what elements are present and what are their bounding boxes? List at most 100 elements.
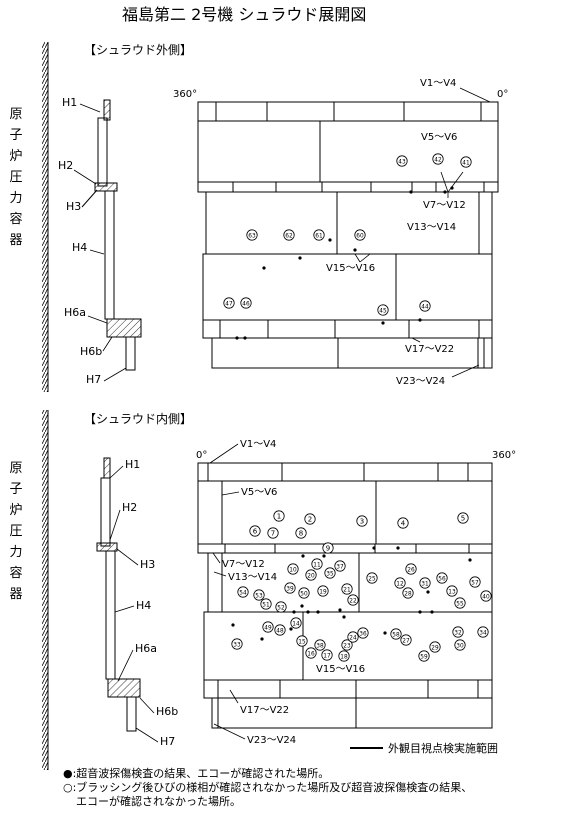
svg-text:11: 11 (313, 562, 321, 568)
svg-text:24: 24 (349, 635, 357, 641)
angle-label-outer-right: 0° (497, 89, 508, 100)
echo-dot-outer (450, 186, 454, 190)
echo-dot-outer (443, 190, 447, 194)
group-label-inner-v17-v22: V17～V22 (240, 705, 289, 716)
marker-inner-32: 32 (452, 626, 464, 638)
marker-inner-55: 55 (454, 597, 466, 609)
echo-dot-outer (353, 248, 357, 252)
svg-text:47: 47 (225, 301, 233, 307)
marker-inner-11: 11 (311, 558, 323, 570)
svg-text:20: 20 (307, 573, 315, 579)
svg-text:59: 59 (420, 654, 428, 660)
echo-dot-outer (381, 321, 385, 325)
echo-dot-inner (231, 623, 235, 627)
marker-inner-29: 29 (429, 641, 441, 653)
svg-text:4: 4 (401, 519, 406, 527)
marker-outer-45: 45 (377, 304, 389, 316)
weld-label-outer-h3: H3 (66, 200, 81, 213)
weld-label-outer-h2: H2 (58, 159, 73, 172)
svg-text:62: 62 (285, 233, 293, 239)
echo-dot-inner (342, 615, 346, 619)
development-panel-outer (197, 101, 499, 369)
weld-label-outer-h6a: H6a (64, 306, 86, 319)
echo-dot-inner (316, 610, 320, 614)
svg-text:27: 27 (402, 638, 410, 644)
marker-inner-3: 3 (356, 515, 368, 527)
weld-label-inner-h6a: H6a (135, 642, 157, 655)
echo-dot-inner (292, 610, 296, 614)
vessel-wall-outer (42, 42, 49, 392)
echo-dot-inner (430, 610, 434, 614)
marker-inner-40: 40 (480, 590, 492, 602)
marker-inner-48: 48 (274, 624, 286, 636)
echo-dot-inner (260, 637, 264, 641)
marker-inner-51: 51 (260, 598, 272, 610)
marker-inner-37: 37 (334, 560, 346, 572)
marker-inner-31: 31 (419, 577, 431, 589)
marker-inner-25: 25 (366, 572, 378, 584)
svg-text:57: 57 (471, 580, 479, 586)
marker-inner-50: 50 (298, 587, 310, 599)
marker-inner-30: 30 (454, 639, 466, 651)
marker-inner-7: 7 (267, 527, 279, 539)
section-heading-inner: 【シュラウド内側】 (84, 412, 193, 426)
svg-text:45: 45 (379, 308, 387, 314)
marker-inner-19: 19 (317, 585, 329, 597)
marker-inner-20: 20 (305, 569, 317, 581)
svg-text:60: 60 (356, 233, 364, 239)
svg-text:37: 37 (336, 564, 344, 570)
marker-inner-5: 5 (457, 512, 469, 524)
marker-inner-21: 21 (341, 583, 353, 595)
marker-outer-62: 62 (283, 229, 295, 241)
shroud-cross-section-inner (96, 457, 141, 732)
svg-text:21: 21 (343, 587, 351, 593)
echo-dot-inner (468, 558, 472, 562)
marker-inner-53: 53 (253, 589, 265, 601)
svg-text:13: 13 (448, 589, 456, 595)
marker-inner-12: 12 (394, 577, 406, 589)
weld-label-outer-h4: H4 (72, 241, 87, 254)
svg-text:1: 1 (277, 512, 281, 520)
marker-outer-46: 46 (240, 297, 252, 309)
svg-text:48: 48 (276, 628, 284, 634)
svg-text:28: 28 (404, 591, 412, 597)
marker-inner-22: 22 (347, 594, 359, 606)
marker-inner-58: 58 (390, 628, 402, 640)
marker-inner-35: 35 (324, 567, 336, 579)
svg-text:23: 23 (343, 643, 351, 649)
marker-inner-6: 6 (249, 525, 261, 537)
svg-text:31: 31 (421, 581, 429, 587)
angle-label-outer-left: 360° (173, 89, 197, 100)
group-label-outer-v23-v24: V23～V24 (396, 376, 445, 387)
svg-text:3: 3 (360, 517, 364, 525)
marker-inner-18: 18 (338, 650, 350, 662)
echo-dot-outer (298, 256, 302, 260)
svg-text:46: 46 (242, 301, 250, 307)
weld-label-outer-h1: H1 (62, 96, 77, 109)
svg-text:35: 35 (326, 571, 334, 577)
svg-text:50: 50 (300, 591, 308, 597)
marker-inner-4: 4 (397, 517, 409, 529)
group-label-outer-v15-v16: V15～V16 (326, 263, 375, 274)
marker-outer-60: 60 (354, 229, 366, 241)
marker-inner-16: 16 (305, 647, 317, 659)
marker-outer-44: 44 (419, 300, 431, 312)
marker-inner-9: 9 (322, 542, 334, 554)
svg-text:41: 41 (462, 160, 470, 166)
svg-text:17: 17 (323, 653, 331, 659)
marker-inner-33: 33 (231, 638, 243, 650)
svg-text:56: 56 (438, 576, 446, 582)
section-heading-outer: 【シュラウド外側】 (84, 43, 193, 57)
svg-text:34: 34 (479, 630, 487, 636)
marker-inner-2: 2 (304, 513, 316, 525)
group-label-outer-v1-v4: V1～V4 (420, 78, 456, 89)
marker-inner-34: 34 (477, 626, 489, 638)
weld-label-inner-h6b: H6b (156, 705, 178, 718)
page-title: 福島第二 2号機 シュラウド展開図 (122, 5, 367, 24)
weld-label-outer-h7: H7 (86, 373, 101, 386)
svg-text:40: 40 (482, 594, 490, 600)
weld-label-inner-h4: H4 (136, 599, 151, 612)
weld-label-outer-h6b: H6b (80, 345, 102, 358)
